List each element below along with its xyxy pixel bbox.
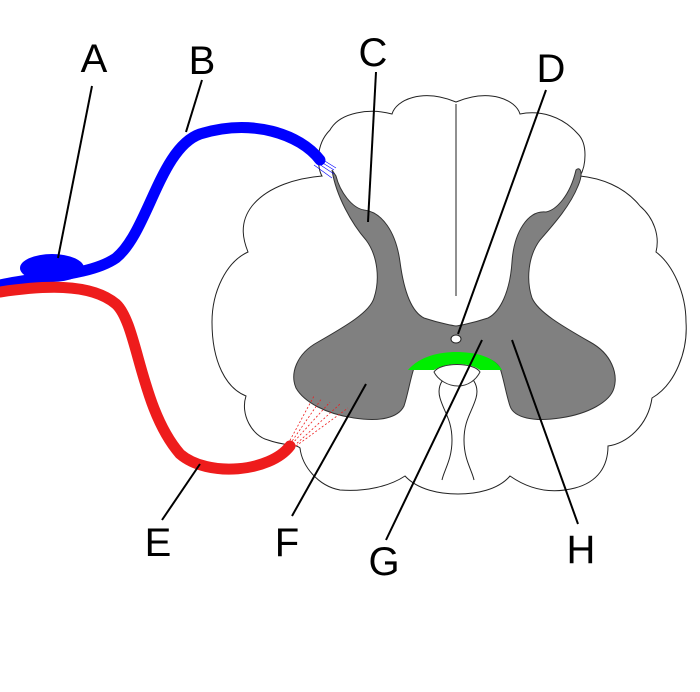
label-e: E <box>145 521 172 565</box>
ventral-rootlets <box>287 395 349 447</box>
leader-f <box>291 383 367 517</box>
white-matter-outline <box>211 95 687 495</box>
label-d: D <box>537 47 566 91</box>
label-g: G <box>368 540 399 584</box>
label-f: F <box>275 521 299 565</box>
label-b: B <box>189 39 216 83</box>
central-canal <box>450 334 462 344</box>
anterior-grey-commissure <box>408 352 502 370</box>
leader-d <box>457 89 547 335</box>
label-c: C <box>359 31 388 75</box>
leader-c <box>367 71 377 223</box>
leader-g <box>385 339 483 541</box>
leader-a <box>57 85 93 259</box>
grey-matter <box>293 168 616 420</box>
label-a: A <box>81 37 108 81</box>
dorsal-rootlets <box>313 157 337 179</box>
leader-e <box>161 463 201 521</box>
leader-b <box>185 79 203 133</box>
label-h: H <box>567 528 596 572</box>
ventral-root <box>0 281 296 475</box>
dorsal-root-ganglion <box>20 254 84 282</box>
leader-h <box>511 339 579 525</box>
